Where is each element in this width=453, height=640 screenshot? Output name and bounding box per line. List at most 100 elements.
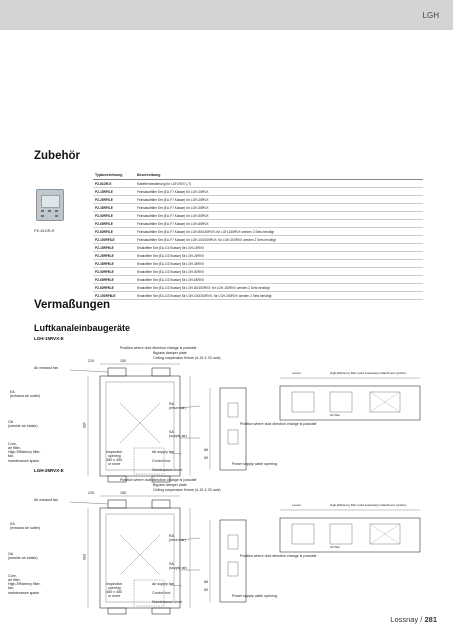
accessory-description: Ersatzfilter Set (EU-G3 Klasse) für LGH-… [135,291,423,300]
label-control-box: Control box [152,591,171,595]
dimensions-title: Vermaßungen [34,299,111,311]
label-air-filter: Air filter [330,413,341,417]
accessory-description: Ersatzfilter Set (EU-G3 Klasse) für LGH-… [135,275,423,284]
dimension-c: 455 [82,422,87,428]
dimension-a: 225 [88,491,94,495]
footer-brand: Lossnay [390,615,419,624]
accessory-code: PZ-15RFM-E [93,243,135,252]
accessory-code: PZ-35RFM-E [93,259,135,268]
accessory-description: Feinstaubfilter Set (EU-F7 Klasse) für L… [135,227,423,236]
dimension-drawing [69,495,421,615]
dimension-d: 66 [204,580,208,584]
label-sa: SA(supply air) [169,430,187,439]
label-ea: EA(exhaust air outlet) [10,390,40,399]
accessory-description: Ersatzfilter Set (EU-G3 Klasse) für LGH-… [135,251,423,260]
accessory-code: PZ-25RFM-E [93,251,135,260]
accessory-description: Feinstaubfilter Set (EU-F7 Klasse) für L… [135,219,423,228]
accessory-description: Kabelfernbedienung für LGH-RVX (-T) [135,179,423,188]
accessory-code: PZ-35RF8-E [93,203,135,212]
dimension-e: 50 [204,456,208,460]
drawing-model-2: LGH-25RVX-E [34,468,64,473]
accessory-description: Ersatzfilter Set (EU-G3 Klasse) für LGH-… [135,243,423,252]
label-side-duct-direction: Position where duct direction change is … [240,554,317,558]
dimension-a: 210 [88,359,94,363]
table-header-row: Typbezeichnung Beschreibung [93,170,423,180]
drawing-model-1: LGH-15RVX-E [34,336,64,341]
page-footer: Lossnay / 281 [390,615,437,624]
label-oa: OA(outside air intake) [8,552,38,561]
dimension-d: 66 [204,448,208,452]
label-power-supply: Power supply cable opening [232,594,277,598]
accessory-description: Feinstaubfilter Set (EU-F7 Klasse) für L… [135,203,423,212]
dimension-b: 150 [120,359,126,363]
label-louvre: Louvre [292,371,302,375]
label-oa: OA(outside air intake) [8,420,38,429]
accessory-description: Feinstaubfilter Set (EU-F7 Klasse) für L… [135,211,423,220]
dimension-b: 150 [120,491,126,495]
remote-caption: PZ-61DR-E [34,228,55,233]
accessory-code: PZ-50RFM-E [93,267,135,276]
label-sa: SA(supply air) [169,562,187,571]
duct-units-title: Luftkanaleinbaugeräte [34,323,131,333]
label-ra: RA(return air) [169,402,186,411]
accessory-code: PZ-25RF8-E [93,195,135,204]
label-filter-note: High-Efficiency filter (sold separately)… [330,371,407,375]
label-ra: RA(return air) [169,534,186,543]
accessory-description: Ersatzfilter Set (EU-G3 Klasse) für LGH-… [135,267,423,276]
label-supply-fan: Air supply fan [152,450,174,454]
accessories-title: Zubehör [34,150,80,162]
accessory-code: PZ-100RFM-E [93,291,135,300]
accessory-code: PZ-80RF8-E [93,227,135,236]
dimension-e: 50 [204,588,208,592]
table-header-description: Beschreibung [135,170,423,180]
label-louvre: Louvre [292,503,302,507]
label-ceiling: Ceiling suspension fixture (4-15 X 20 ov… [153,488,221,492]
label-core: Core,air filter,High-Efficiency filter,f… [8,574,41,595]
accessory-code: PZ-80RFM-E [93,283,135,292]
label-bypass: Bypass damper plate [153,351,187,355]
label-bypass: Bypass damper plate [153,483,187,487]
label-power-supply: Power supply cable opening [232,462,277,466]
page-number: 281 [424,615,437,624]
accessory-description: Feinstaubfilter Set (EU-F7 Klasse) für L… [135,195,423,204]
accessory-code: PZ-100RF8-E [93,235,135,244]
label-control-box: Control box [152,459,171,463]
remote-controller-image [36,189,64,221]
accessory-code: PZ-65RF8-E [93,219,135,228]
label-ea: EA(exhaust air outlet) [10,522,40,531]
dimension-drawing [69,363,421,483]
accessory-code: PZ-65RFM-E [93,275,135,284]
label-exhaust-fan: Air exhaust fan [34,498,58,502]
accessory-code: PZ-50RF8-E [93,211,135,220]
label-side-duct-direction: Position where duct direction change is … [240,422,317,426]
table-header-type: Typbezeichnung [93,170,135,180]
dimension-c: 530 [82,554,87,560]
accessory-code: PZ-15RF8-E [93,187,135,196]
label-ceiling: Ceiling suspension fixture (4-15 X 20 ov… [153,356,221,360]
accessory-description: Feinstaubfilter Set (EU-F7 Klasse) für L… [135,187,423,196]
accessory-description: Ersatzfilter Set (EU-G3 Klasse) für LGH-… [135,283,423,292]
accessory-description: Ersatzfilter Set (EU-G3 Klasse) für LGH-… [135,259,423,268]
header-brand: LGH [422,11,439,20]
label-filter-note: High-Efficiency filter (sold separately)… [330,503,407,507]
header-bar: LGH [0,0,453,30]
footer-separator: / [418,615,425,624]
accessory-description: Feinstaubfilter Set (EU-F7 Klasse) für L… [135,235,423,244]
label-core: Core,air filter,High-Efficiency filter,f… [8,442,41,463]
label-duct-direction: Position where duct direction change is … [120,478,197,482]
